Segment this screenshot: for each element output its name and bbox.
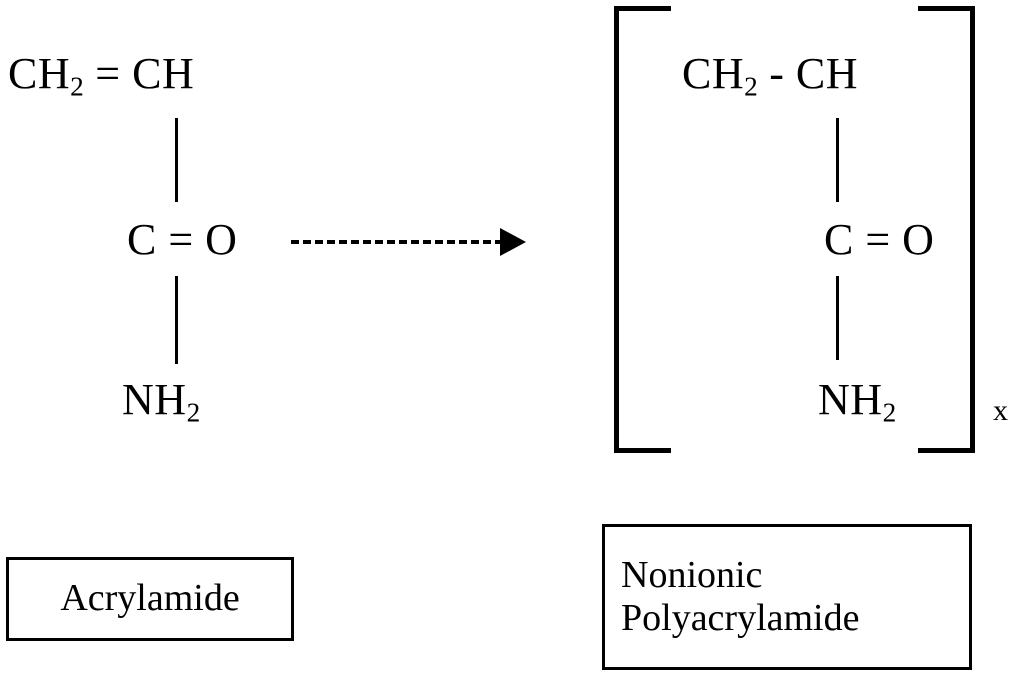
polyacrylamide-label-box: Nonionic Polyacrylamide [602,524,972,670]
reactant-carbonyl-group: C = O [127,215,238,264]
reactant-vinyl-subscript: 2 [70,71,84,102]
reactant-upper-bond-line [175,118,178,202]
product-upper-bond-line [836,118,839,202]
reactant-vinyl-suffix: CH [132,49,195,98]
product-backbone-subscript: 2 [744,71,758,102]
polyacrylamide-label-line-2: Polyacrylamide [621,597,860,639]
product-amide-prefix: NH [818,375,883,424]
reactant-vinyl-bond-symbol: = [83,49,133,98]
reactant-lower-bond-line [175,276,178,364]
product-carbonyl-group: C = O [824,215,935,264]
repeat-unit-left-bracket [614,6,671,453]
product-backbone-suffix: CH [795,49,859,98]
reactant-vinyl-prefix: CH [8,49,71,98]
reactant-amide-group: NH2 [122,378,200,427]
polyacrylamide-label-line-1: Nonionic [621,554,763,597]
repeat-unit-subscript-x: x [993,394,1008,427]
product-backbone-bond-symbol: - [757,49,796,98]
product-backbone-prefix: CH [682,49,745,98]
reactant-amide-prefix: NH [122,375,187,424]
product-backbone-group: CH2 - CH [682,52,858,101]
reactant-vinyl-group: CH2 = CH [8,52,194,101]
product-amide-subscript: 2 [882,397,897,428]
acrylamide-label-box: Acrylamide [6,557,294,641]
repeat-unit-right-bracket [918,6,975,453]
reactant-amide-subscript: 2 [186,397,201,428]
product-amide-group: NH2 [818,378,896,427]
reaction-arrow-head [500,228,526,256]
product-lower-bond-line [836,276,839,360]
reaction-arrow-shaft [291,240,503,244]
acrylamide-label-text: Acrylamide [60,576,240,619]
